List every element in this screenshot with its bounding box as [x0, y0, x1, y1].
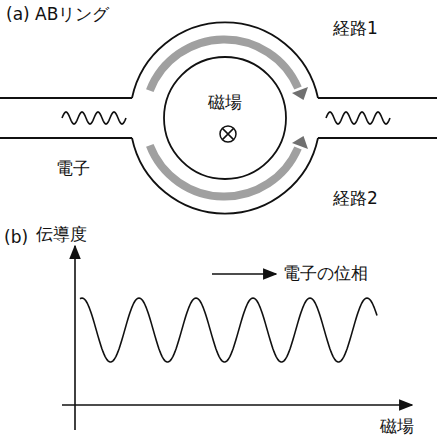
path-label: 経路1 — [333, 18, 378, 38]
inner-circle — [163, 56, 287, 180]
field-label: 磁場 — [208, 92, 242, 112]
path-label: 経路2 — [333, 188, 378, 208]
y-axis — [74, 246, 76, 430]
axis-title: 磁場 — [380, 416, 414, 436]
panel-title: (b) — [4, 227, 28, 247]
electron-label: 電子 — [56, 158, 90, 178]
magnetic-field-region: 磁場 — [163, 56, 287, 180]
panel-title: (a) ABリング — [6, 4, 109, 24]
phase-label: 電子の位相 — [283, 263, 368, 283]
conductance-oscillation — [80, 298, 377, 362]
path2-arrowhead — [292, 136, 308, 149]
path1-arrowhead — [292, 87, 308, 100]
axis-title: 伝導度 — [36, 224, 87, 244]
field-into-page-symbol — [220, 126, 236, 142]
phase-arrow — [212, 273, 276, 275]
electron-wave — [62, 112, 126, 124]
x-axis — [62, 404, 412, 406]
electron-wave — [326, 112, 390, 124]
